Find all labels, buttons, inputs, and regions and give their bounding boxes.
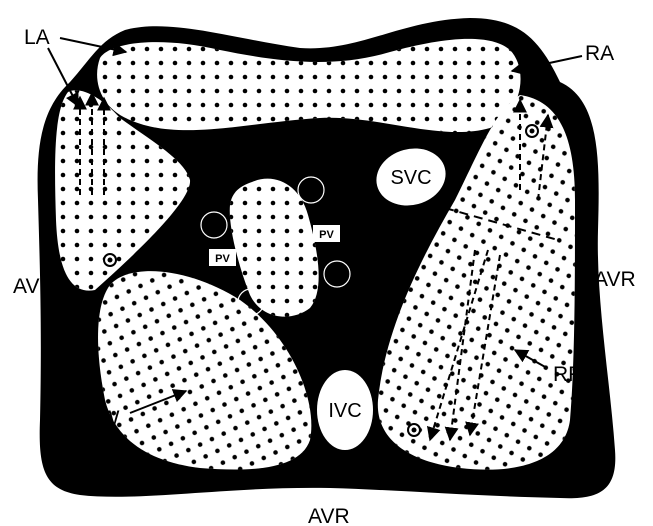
pv-left-label: PV	[215, 253, 230, 265]
avr-right-label: AVR	[594, 268, 636, 291]
lpw-label: LPW	[74, 407, 120, 430]
electrode-marker-right-top	[526, 125, 538, 137]
electrode-marker-right-bottom	[408, 424, 420, 436]
rfw-label: RFW	[553, 363, 601, 386]
avr-bottom-label: AVR	[308, 505, 350, 526]
avr-left-label: AVR	[13, 275, 55, 298]
ra-label: RA	[585, 42, 614, 65]
svc-label: SVC	[390, 167, 431, 189]
electrode-marker-left	[104, 254, 116, 266]
pv-right-label: PV	[319, 229, 334, 241]
ivc-label: IVC	[328, 400, 361, 422]
la-label: LA	[24, 26, 50, 49]
